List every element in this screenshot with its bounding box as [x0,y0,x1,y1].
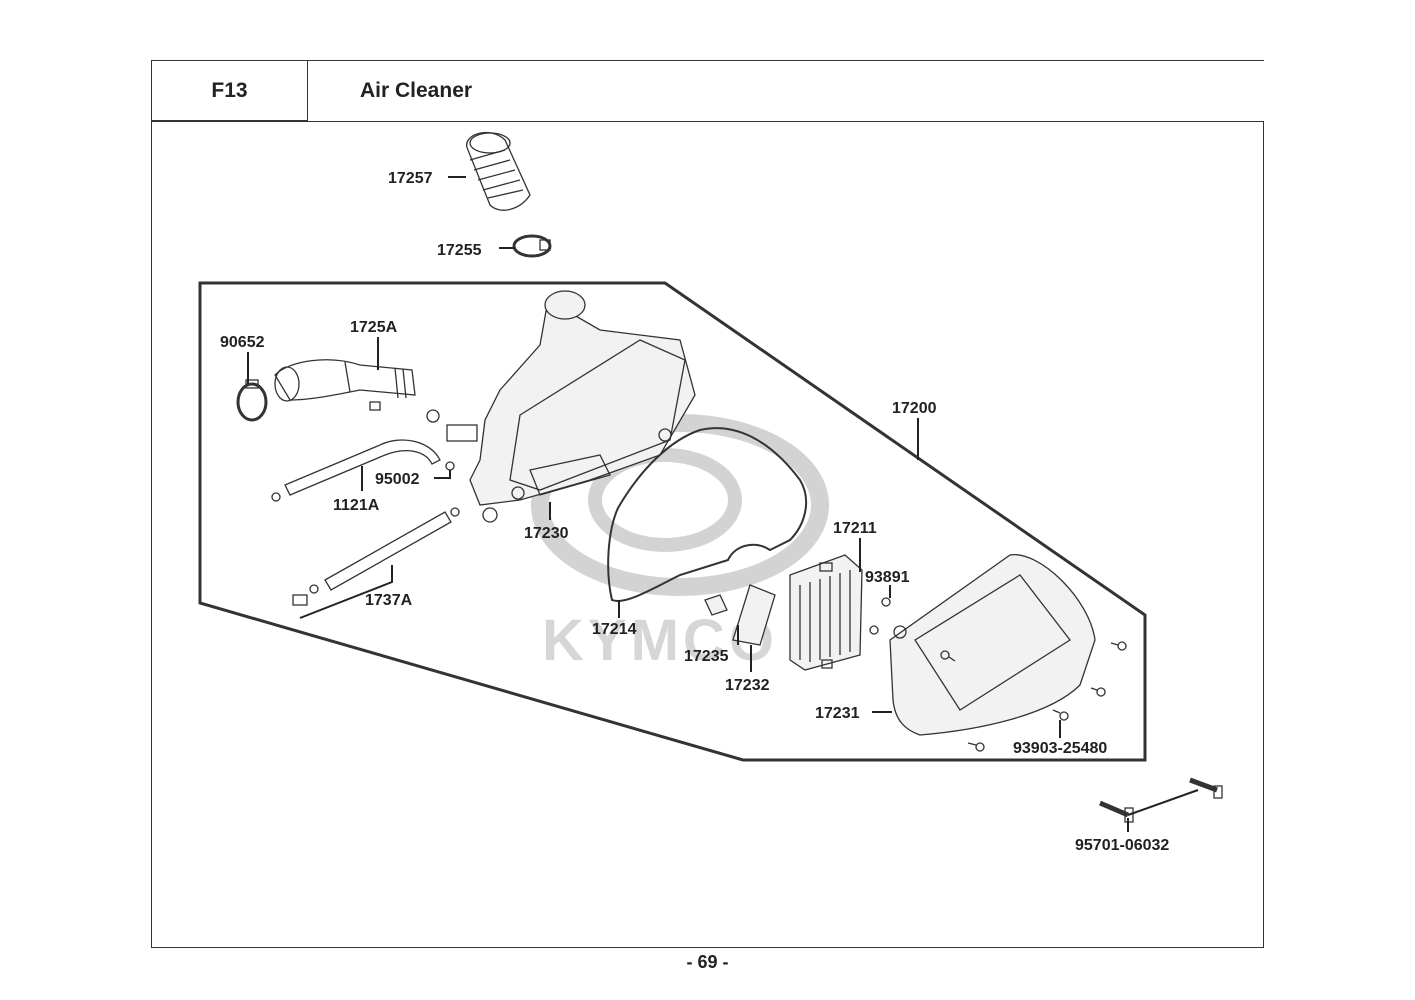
label-17232: 17232 [725,677,770,694]
page-number: - 69 - [686,952,729,972]
hose-clamp-part [512,234,552,258]
bolts-95701-part [1099,777,1223,823]
diagram-frame [151,121,1264,948]
diagram-title: Air Cleaner [307,60,1264,121]
label-17231: 17231 [815,705,860,722]
cover-17232-part [732,584,776,646]
breather-hose-part [292,507,460,606]
drain-hose-part [271,409,455,502]
gasket-part [607,427,808,602]
label-93903-25480: 93903-25480 [1013,740,1107,757]
assembly-outline [198,281,1147,762]
label-17235: 17235 [684,648,729,665]
screws-93891-part [869,597,891,635]
diagram-code-text: F13 [211,78,248,102]
label-93891: 93891 [865,569,910,586]
clamp-90652-part [236,379,268,422]
label-17255: 17255 [437,242,482,259]
air-cleaner-cover-part [889,554,1096,736]
leader-lines [247,176,1199,832]
intake-tube-part [274,359,416,411]
label-95701-06032: 95701-06032 [1075,837,1169,854]
label-17257: 17257 [388,170,433,187]
label-17230: 17230 [524,525,569,542]
label-17211: 17211 [833,520,877,537]
intake-hose-part [466,131,531,211]
filter-element-part [789,554,863,671]
label-95002: 95002 [375,471,420,488]
air-box-body-part [446,290,696,523]
label-1121A: 1121A [333,497,380,514]
label-90652: 90652 [220,334,265,351]
diagram-title-text: Air Cleaner [360,79,473,102]
label-17200: 17200 [892,400,937,417]
label-1725A: 1725A [350,319,398,336]
label-17214: 17214 [592,621,637,638]
label-1737A: 1737A [365,592,413,609]
block-17235-part [704,594,728,616]
screws-93903-part [940,641,1127,752]
